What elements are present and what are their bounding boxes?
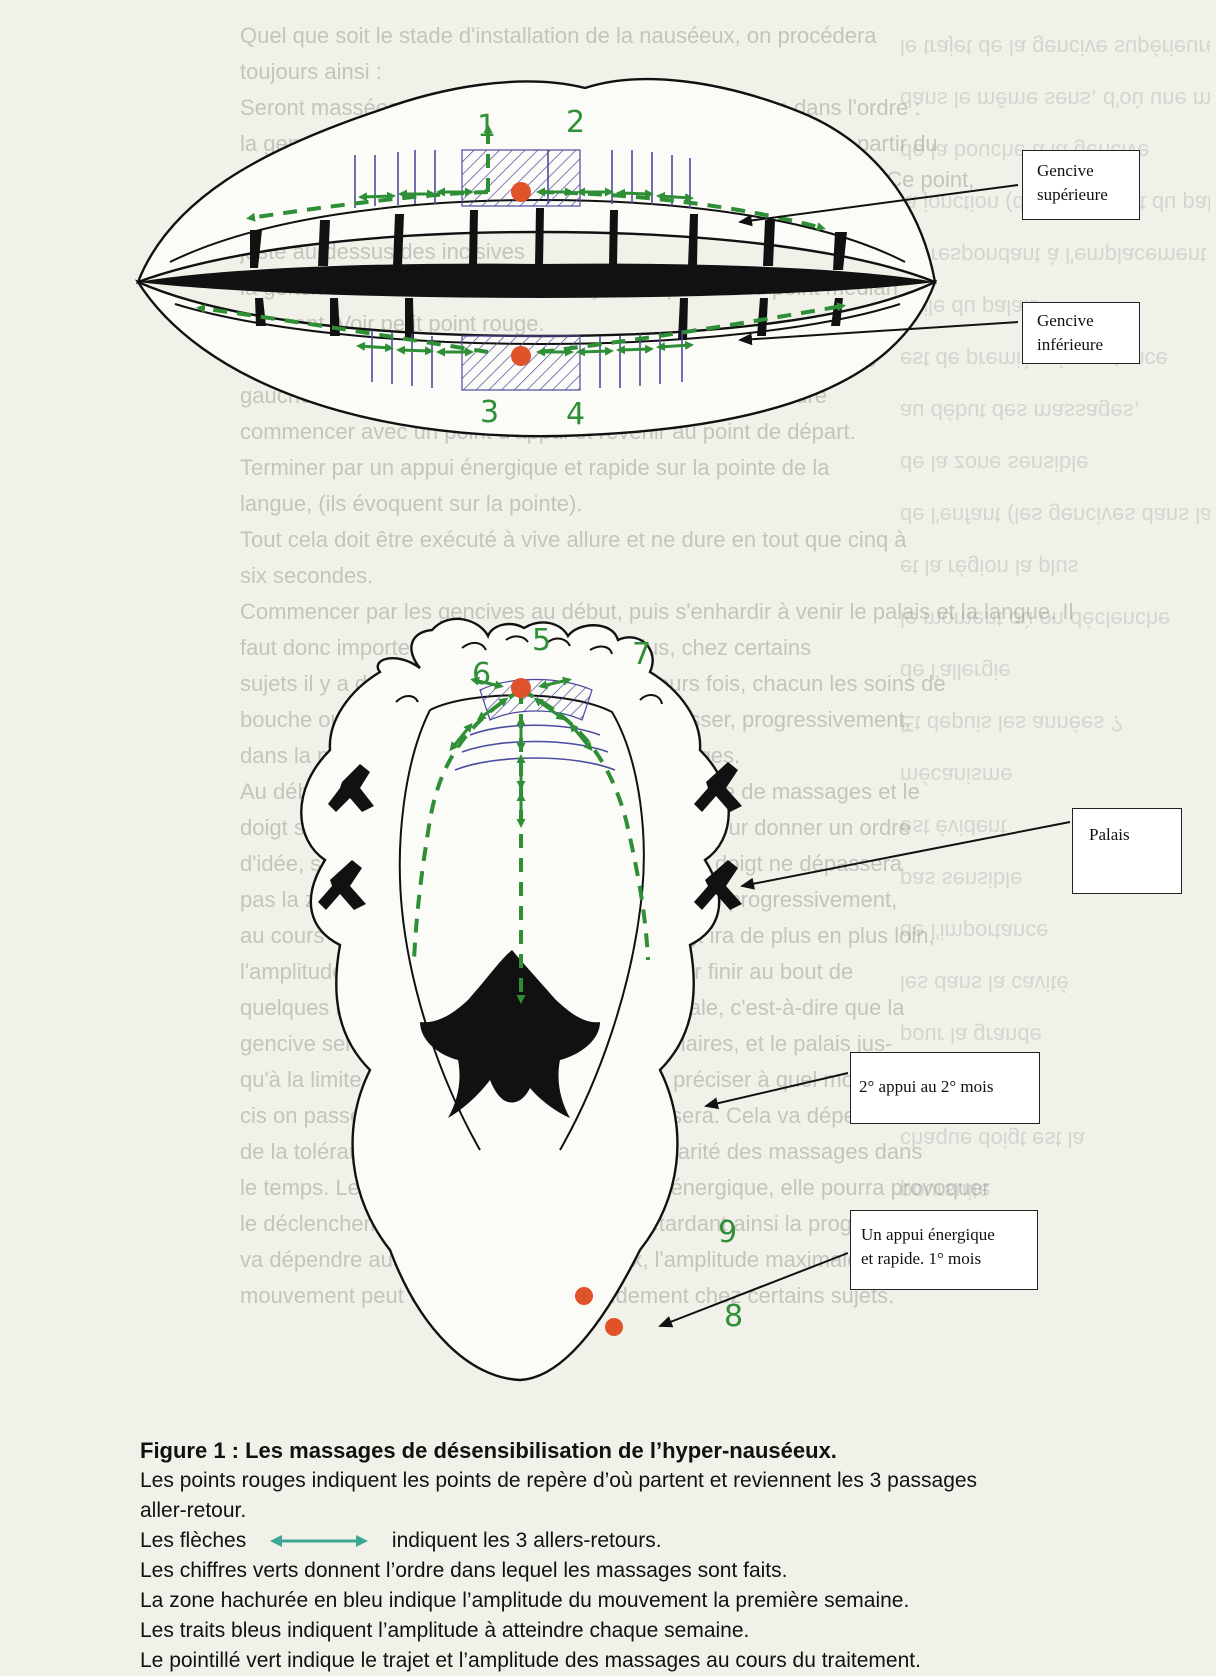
- order-number-2: 2: [566, 108, 585, 138]
- caption-line-arrows: Les flèches indiquent les 3 allers-retou…: [140, 1526, 1210, 1556]
- callout-line: 2° appui au 2° mois: [859, 1075, 1039, 1099]
- callout-line: inférieure: [1037, 333, 1139, 357]
- double-arrow-icon: [260, 1532, 378, 1550]
- order-number-9: 9: [718, 1218, 737, 1248]
- caption-line: Les chiffres verts donnent l’ordre dans …: [140, 1556, 1210, 1586]
- callout-gencive-inferieure: Gencive inférieure: [1022, 302, 1140, 364]
- order-number-3: 3: [480, 398, 499, 428]
- palate-drawing: [301, 619, 742, 1380]
- order-number-4: 4: [566, 400, 585, 430]
- red-point-tongue-1: [575, 1287, 593, 1305]
- callout-line: Un appui énergique: [861, 1223, 1037, 1247]
- callout-line: Gencive: [1037, 159, 1139, 183]
- caption-line: Le pointillé vert indique le trajet et l…: [140, 1646, 1210, 1676]
- figure-caption: Figure 1 : Les massages de désensibilisa…: [140, 1436, 1210, 1676]
- callout-line: Gencive: [1037, 309, 1139, 333]
- red-point-tongue-2: [605, 1318, 623, 1336]
- callout-line: Palais: [1089, 823, 1181, 847]
- caption-text: Les flèches: [140, 1529, 246, 1552]
- caption-line: aller-retour.: [140, 1496, 1210, 1526]
- caption-line: La zone hachurée en bleu indique l’ampli…: [140, 1586, 1210, 1616]
- order-number-8: 8: [724, 1302, 743, 1332]
- callout-gencive-superieure: Gencive supérieure: [1022, 150, 1140, 220]
- order-number-1: 1: [477, 112, 496, 142]
- callout-appui-2: 2° appui au 2° mois: [850, 1052, 1040, 1124]
- mouth-drawing: [138, 79, 935, 436]
- callout-palais: Palais: [1072, 808, 1182, 894]
- red-point-lower: [511, 346, 531, 366]
- callout-line: supérieure: [1037, 183, 1139, 207]
- callout-line: et rapide. 1° mois: [861, 1247, 1037, 1271]
- callout-appui-1: Un appui énergique et rapide. 1° mois: [850, 1210, 1038, 1290]
- mouth-opening: [138, 264, 935, 298]
- caption-line: Les traits bleus indiquent l’amplitude à…: [140, 1616, 1210, 1646]
- order-number-7: 7: [632, 640, 651, 670]
- order-number-5: 5: [532, 626, 551, 656]
- caption-line: Les points rouges indiquent les points d…: [140, 1466, 1210, 1496]
- caption-text: indiquent les 3 allers-retours.: [392, 1529, 662, 1552]
- caption-title: Figure 1 : Les massages de désensibilisa…: [140, 1436, 1210, 1466]
- red-point-upper: [511, 182, 531, 202]
- order-number-6: 6: [472, 660, 491, 690]
- red-point-palate: [511, 678, 531, 698]
